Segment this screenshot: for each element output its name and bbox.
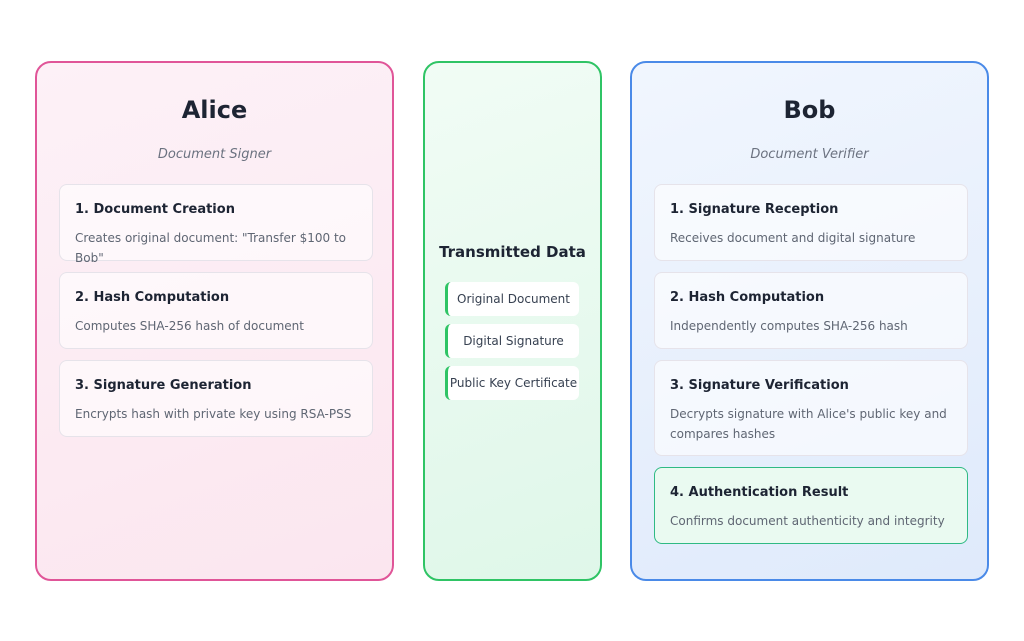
alice-step-signature-generation: 3. Signature Generation Encrypts hash wi… — [59, 360, 373, 437]
step-description: Creates original document: "Transfer $10… — [75, 231, 346, 265]
alice-title: Alice — [181, 96, 248, 124]
bob-step-signature-verification: 3. Signature Verification Decrypts signa… — [654, 360, 968, 456]
step-title: 1. Document Creation — [75, 202, 235, 217]
transmitted-item-public-key-certificate: Public Key Certificate — [445, 366, 579, 400]
step-description: Decrypts signature with Alice's public k… — [670, 407, 947, 441]
step-description: Receives document and digital signature — [670, 231, 916, 245]
step-title: 4. Authentication Result — [670, 485, 849, 500]
step-title: 3. Signature Verification — [670, 378, 849, 393]
bob-subtitle: Document Verifier — [750, 147, 869, 162]
step-description: Independently computes SHA-256 hash — [670, 319, 908, 333]
transmitted-data-panel: Transmitted Data Original Document Digit… — [423, 61, 602, 581]
bob-step-hash-computation: 2. Hash Computation Independently comput… — [654, 272, 968, 349]
step-title: 2. Hash Computation — [75, 290, 230, 305]
alice-subtitle: Document Signer — [157, 147, 272, 162]
alice-step-hash-computation: 2. Hash Computation Computes SHA-256 has… — [59, 272, 373, 349]
bob-step-signature-reception: 1. Signature Reception Receives document… — [654, 184, 968, 261]
step-title: 3. Signature Generation — [75, 378, 252, 393]
step-title: 1. Signature Reception — [670, 202, 839, 217]
step-description: Computes SHA-256 hash of document — [75, 319, 304, 333]
bob-title: Bob — [783, 96, 836, 124]
step-description: Encrypts hash with private key using RSA… — [75, 407, 352, 421]
bob-panel: Bob Document Verifier 1. Signature Recep… — [630, 61, 989, 581]
bob-step-authentication-result: 4. Authentication Result Confirms docume… — [654, 467, 968, 544]
alice-step-document-creation: 1. Document Creation Creates original do… — [59, 184, 373, 265]
alice-panel: Alice Document Signer 1. Document Creati… — [35, 61, 394, 581]
transmitted-item-original-document: Original Document — [445, 282, 579, 316]
step-title: 2. Hash Computation — [670, 290, 825, 305]
transmitted-data-title: Transmitted Data — [439, 243, 586, 261]
step-description: Confirms document authenticity and integ… — [670, 514, 945, 528]
transmitted-item-digital-signature: Digital Signature — [445, 324, 579, 358]
